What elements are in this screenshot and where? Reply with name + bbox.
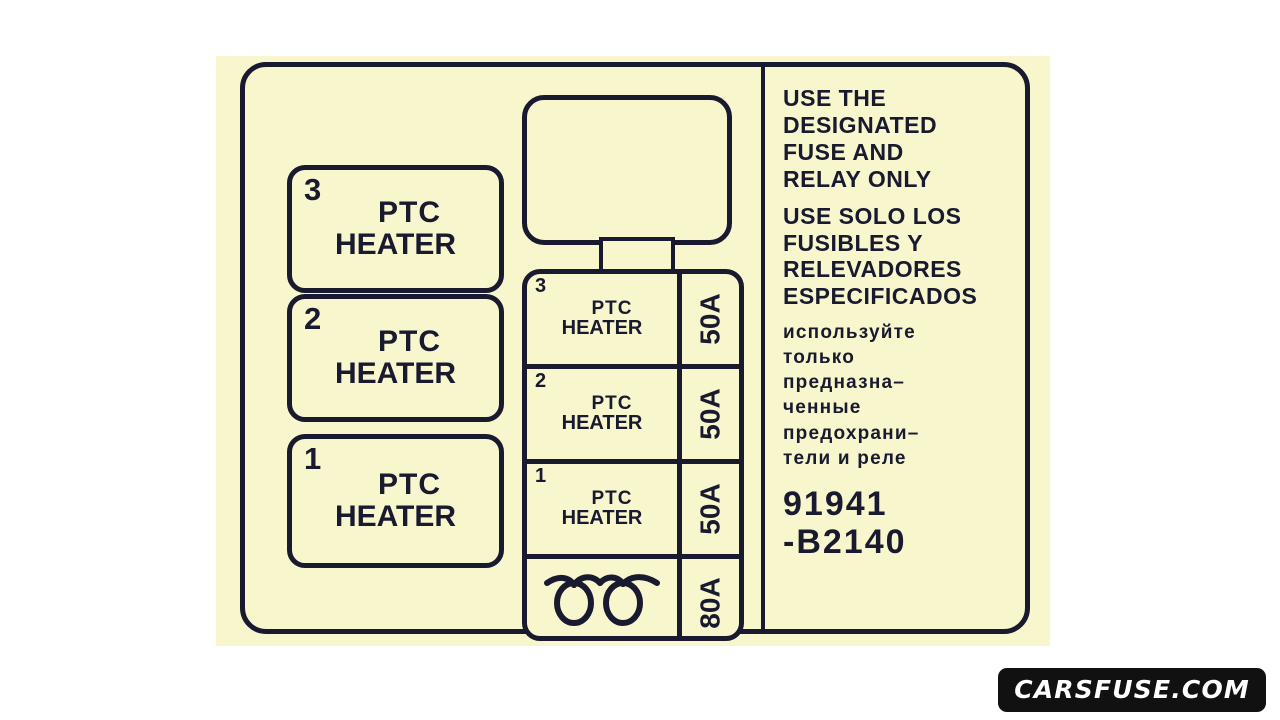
notice-russian: используйте только предназна– ченные пре… [783,320,1031,470]
notice-russian-line-3: предназна– [783,372,906,394]
fuse-row-1[interactable]: 1 PTC HEATER 50A [527,464,739,554]
fuse-row-1-description: 1 PTC HEATER [527,464,677,554]
relay-slot-3[interactable]: 3 PTC HEATER [287,165,504,293]
notice-spanish-line-4: ESPECIFICADOS [783,283,978,310]
notice-russian-line-1: используйте [783,322,916,344]
notice-english-line-3: FUSE AND [783,138,904,165]
relay-slot-3-number: 3 [304,172,322,207]
relay-slot-3-line2: HEATER [334,228,457,261]
fuse-row-1-amperage: 50A [677,464,739,554]
site-watermark: CARSFUSE.COM [998,668,1266,712]
fuse-row-2-line2: HEATER [561,412,643,435]
fuse-row-1-line2: HEATER [561,507,643,530]
notice-russian-line-5: предохрани– [783,422,920,444]
fuse-row-main-amperage-text: 80A [694,576,726,629]
notice-russian-line-2: только [783,347,856,369]
glow-plug-coil-icon [543,571,661,634]
notice-spanish-line-2: FUSIBLES Y [783,229,924,256]
fuse-row-2-amperage-text: 50A [694,388,726,440]
relay-slot-1-number: 1 [304,441,322,476]
notice-english-line-1: USE THE [783,85,887,111]
relay-slot-1[interactable]: 1 PTC HEATER [287,434,504,568]
part-number: 91941 -B2140 [783,485,1031,561]
fuse-row-2-description: 2 PTC HEATER [527,369,677,459]
fuse-row-3[interactable]: 3 PTC HEATER 50A [527,274,739,364]
fuse-row-3-line1: PTC [591,297,633,319]
relay-slot-2-line1: PTC [378,325,441,358]
panel-divider [761,67,765,629]
notice-english-line-4: RELAY ONLY [783,165,932,192]
fuse-row-2-line1: PTC [591,392,633,414]
fuse-row-1-amperage-text: 50A [694,483,726,535]
fuse-row-3-number: 3 [535,275,547,297]
fuse-row-2-number: 2 [535,370,547,392]
relay-slot-2-line2: HEATER [334,357,457,390]
fuse-row-main[interactable]: 80A [527,559,739,636]
notice-english: USE THE DESIGNATED FUSE AND RELAY ONLY [783,85,1031,193]
notice-russian-line-4: ченные [783,397,862,419]
notice-russian-line-6: тели и реле [783,447,907,469]
notice-spanish-line-1: USE SOLO LOS [783,202,962,229]
notice-spanish-line-3: RELEVADORES [783,256,962,283]
empty-relay-socket[interactable] [522,95,732,245]
relay-slot-2[interactable]: 2 PTC HEATER [287,294,504,422]
relay-slot-2-number: 2 [304,301,322,336]
fuse-row-1-line1: PTC [591,487,633,509]
part-number-line-1: 91941 [783,484,888,523]
relay-slot-1-line1: PTC [378,468,441,501]
relay-slot-1-line2: HEATER [334,500,457,533]
notice-spanish: USE SOLO LOS FUSIBLES Y RELEVADORES ESPE… [783,203,1031,311]
notice-panel: USE THE DESIGNATED FUSE AND RELAY ONLY U… [769,67,1031,629]
fuse-row-1-number: 1 [535,465,547,487]
connector-tab [599,237,675,273]
fuse-label-card: 3 PTC HEATER 2 PTC HEATER 1 PTC HEATER 3… [240,62,1031,641]
fuse-row-3-amperage-text: 50A [694,293,726,345]
fuse-row-divider [527,364,739,369]
fuse-row-3-amperage: 50A [677,274,739,364]
fuse-stack: 3 PTC HEATER 50A 2 PTC HEATER 50A [522,269,744,641]
fuse-row-divider [527,459,739,464]
part-number-line-2: -B2140 [783,522,907,561]
fuse-row-2-amperage: 50A [677,369,739,459]
fuse-label-panel: 3 PTC HEATER 2 PTC HEATER 1 PTC HEATER 3… [216,56,1050,646]
fuse-row-main-description [527,559,677,636]
fuse-row-divider [527,554,739,559]
fuse-row-3-description: 3 PTC HEATER [527,274,677,364]
fuse-row-2[interactable]: 2 PTC HEATER 50A [527,369,739,459]
relay-slot-3-line1: PTC [378,196,441,229]
notice-english-line-2: DESIGNATED [783,111,938,138]
fuse-row-main-amperage: 80A [677,559,739,636]
fuse-row-3-line2: HEATER [561,317,643,340]
